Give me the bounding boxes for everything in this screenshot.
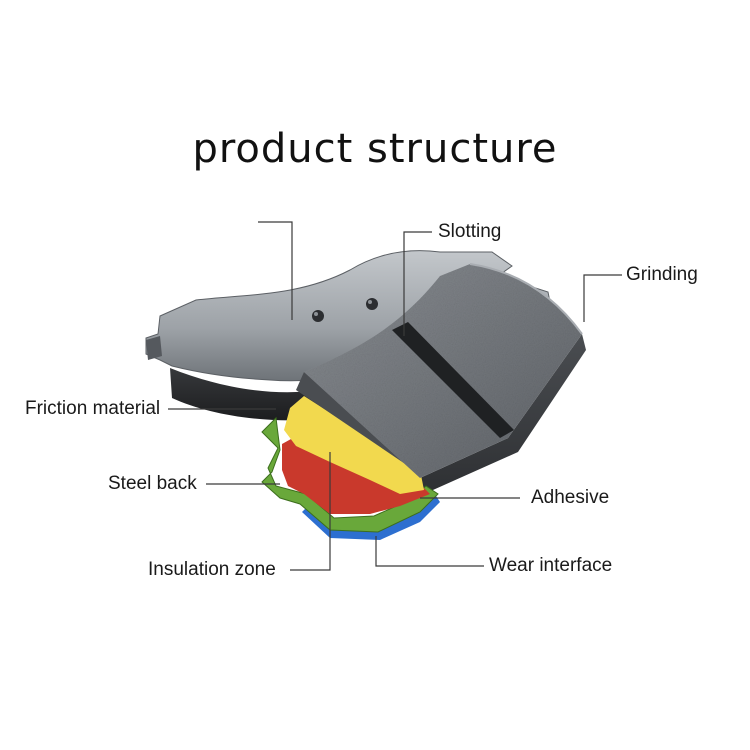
label-slotting: Slotting	[438, 221, 502, 242]
label-grinding: Grinding	[626, 264, 698, 285]
yellow-layer	[284, 396, 424, 494]
leader-slotting	[403, 231, 432, 336]
page-title: product structure	[192, 126, 558, 172]
rivet-right	[366, 298, 378, 310]
leader-friction-top	[258, 221, 293, 320]
label-steel-back: Steel back	[108, 473, 197, 494]
rivet-left	[312, 310, 324, 322]
label-friction-material: Friction material	[25, 398, 161, 419]
slot-groove	[392, 322, 514, 438]
label-adhesive: Adhesive	[531, 487, 610, 508]
green-layer	[261, 416, 439, 533]
leader-lines	[168, 221, 622, 571]
leader-insulation-zone	[290, 452, 331, 571]
leader-grinding	[583, 274, 622, 322]
label-wear-interface: Wear interface	[489, 555, 613, 576]
label-insulation-zone: Insulation zone	[148, 559, 276, 580]
backing-plate-tab	[146, 336, 162, 360]
friction-block-side	[420, 334, 586, 494]
leader-wear-interface	[375, 536, 484, 567]
